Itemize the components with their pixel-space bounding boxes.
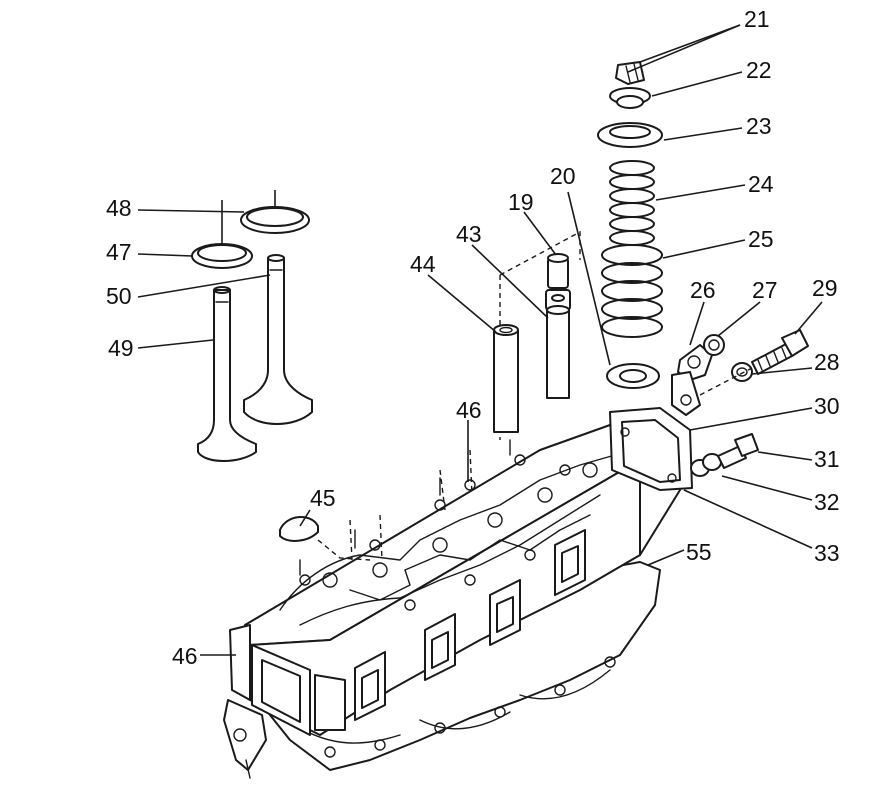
- label-47: 47: [106, 239, 132, 265]
- label-25: 25: [748, 226, 774, 252]
- label-20: 20: [550, 163, 576, 189]
- label-46-left: 46: [172, 643, 198, 669]
- label-48: 48: [106, 195, 132, 221]
- label-30: 30: [814, 393, 840, 419]
- label-21: 21: [744, 6, 770, 32]
- label-19: 19: [508, 189, 534, 215]
- label-32: 32: [814, 489, 840, 515]
- valve-spring-assembly: [597, 61, 663, 389]
- label-24: 24: [748, 171, 774, 197]
- label-55: 55: [686, 539, 712, 565]
- highlighted-valve-49: [197, 289, 257, 462]
- pushrod-tubes: [493, 230, 581, 440]
- label-28: 28: [814, 349, 840, 375]
- leader-lines: [137, 24, 823, 656]
- end-plate-bolt: [690, 433, 759, 477]
- label-49: 49: [108, 335, 134, 361]
- valve-assembly: [191, 206, 313, 462]
- label-26: 26: [690, 277, 716, 303]
- label-46-top: 46: [456, 397, 482, 423]
- label-45: 45: [310, 485, 336, 511]
- end-cover-plate: [609, 407, 693, 491]
- label-23: 23: [746, 113, 772, 139]
- part-labels: 21 22 23 24 25 26 27 29 28 30 31 32 33 2…: [106, 6, 840, 669]
- label-27: 27: [752, 277, 778, 303]
- label-22: 22: [746, 57, 772, 83]
- label-44: 44: [410, 251, 436, 277]
- label-29: 29: [812, 275, 838, 301]
- cylinder-head: [223, 424, 681, 779]
- label-33: 33: [814, 540, 840, 566]
- label-31: 31: [814, 446, 840, 472]
- label-50: 50: [106, 283, 132, 309]
- label-43: 43: [456, 221, 482, 247]
- plug-cap: [279, 449, 473, 561]
- rocker-assembly: [671, 329, 809, 416]
